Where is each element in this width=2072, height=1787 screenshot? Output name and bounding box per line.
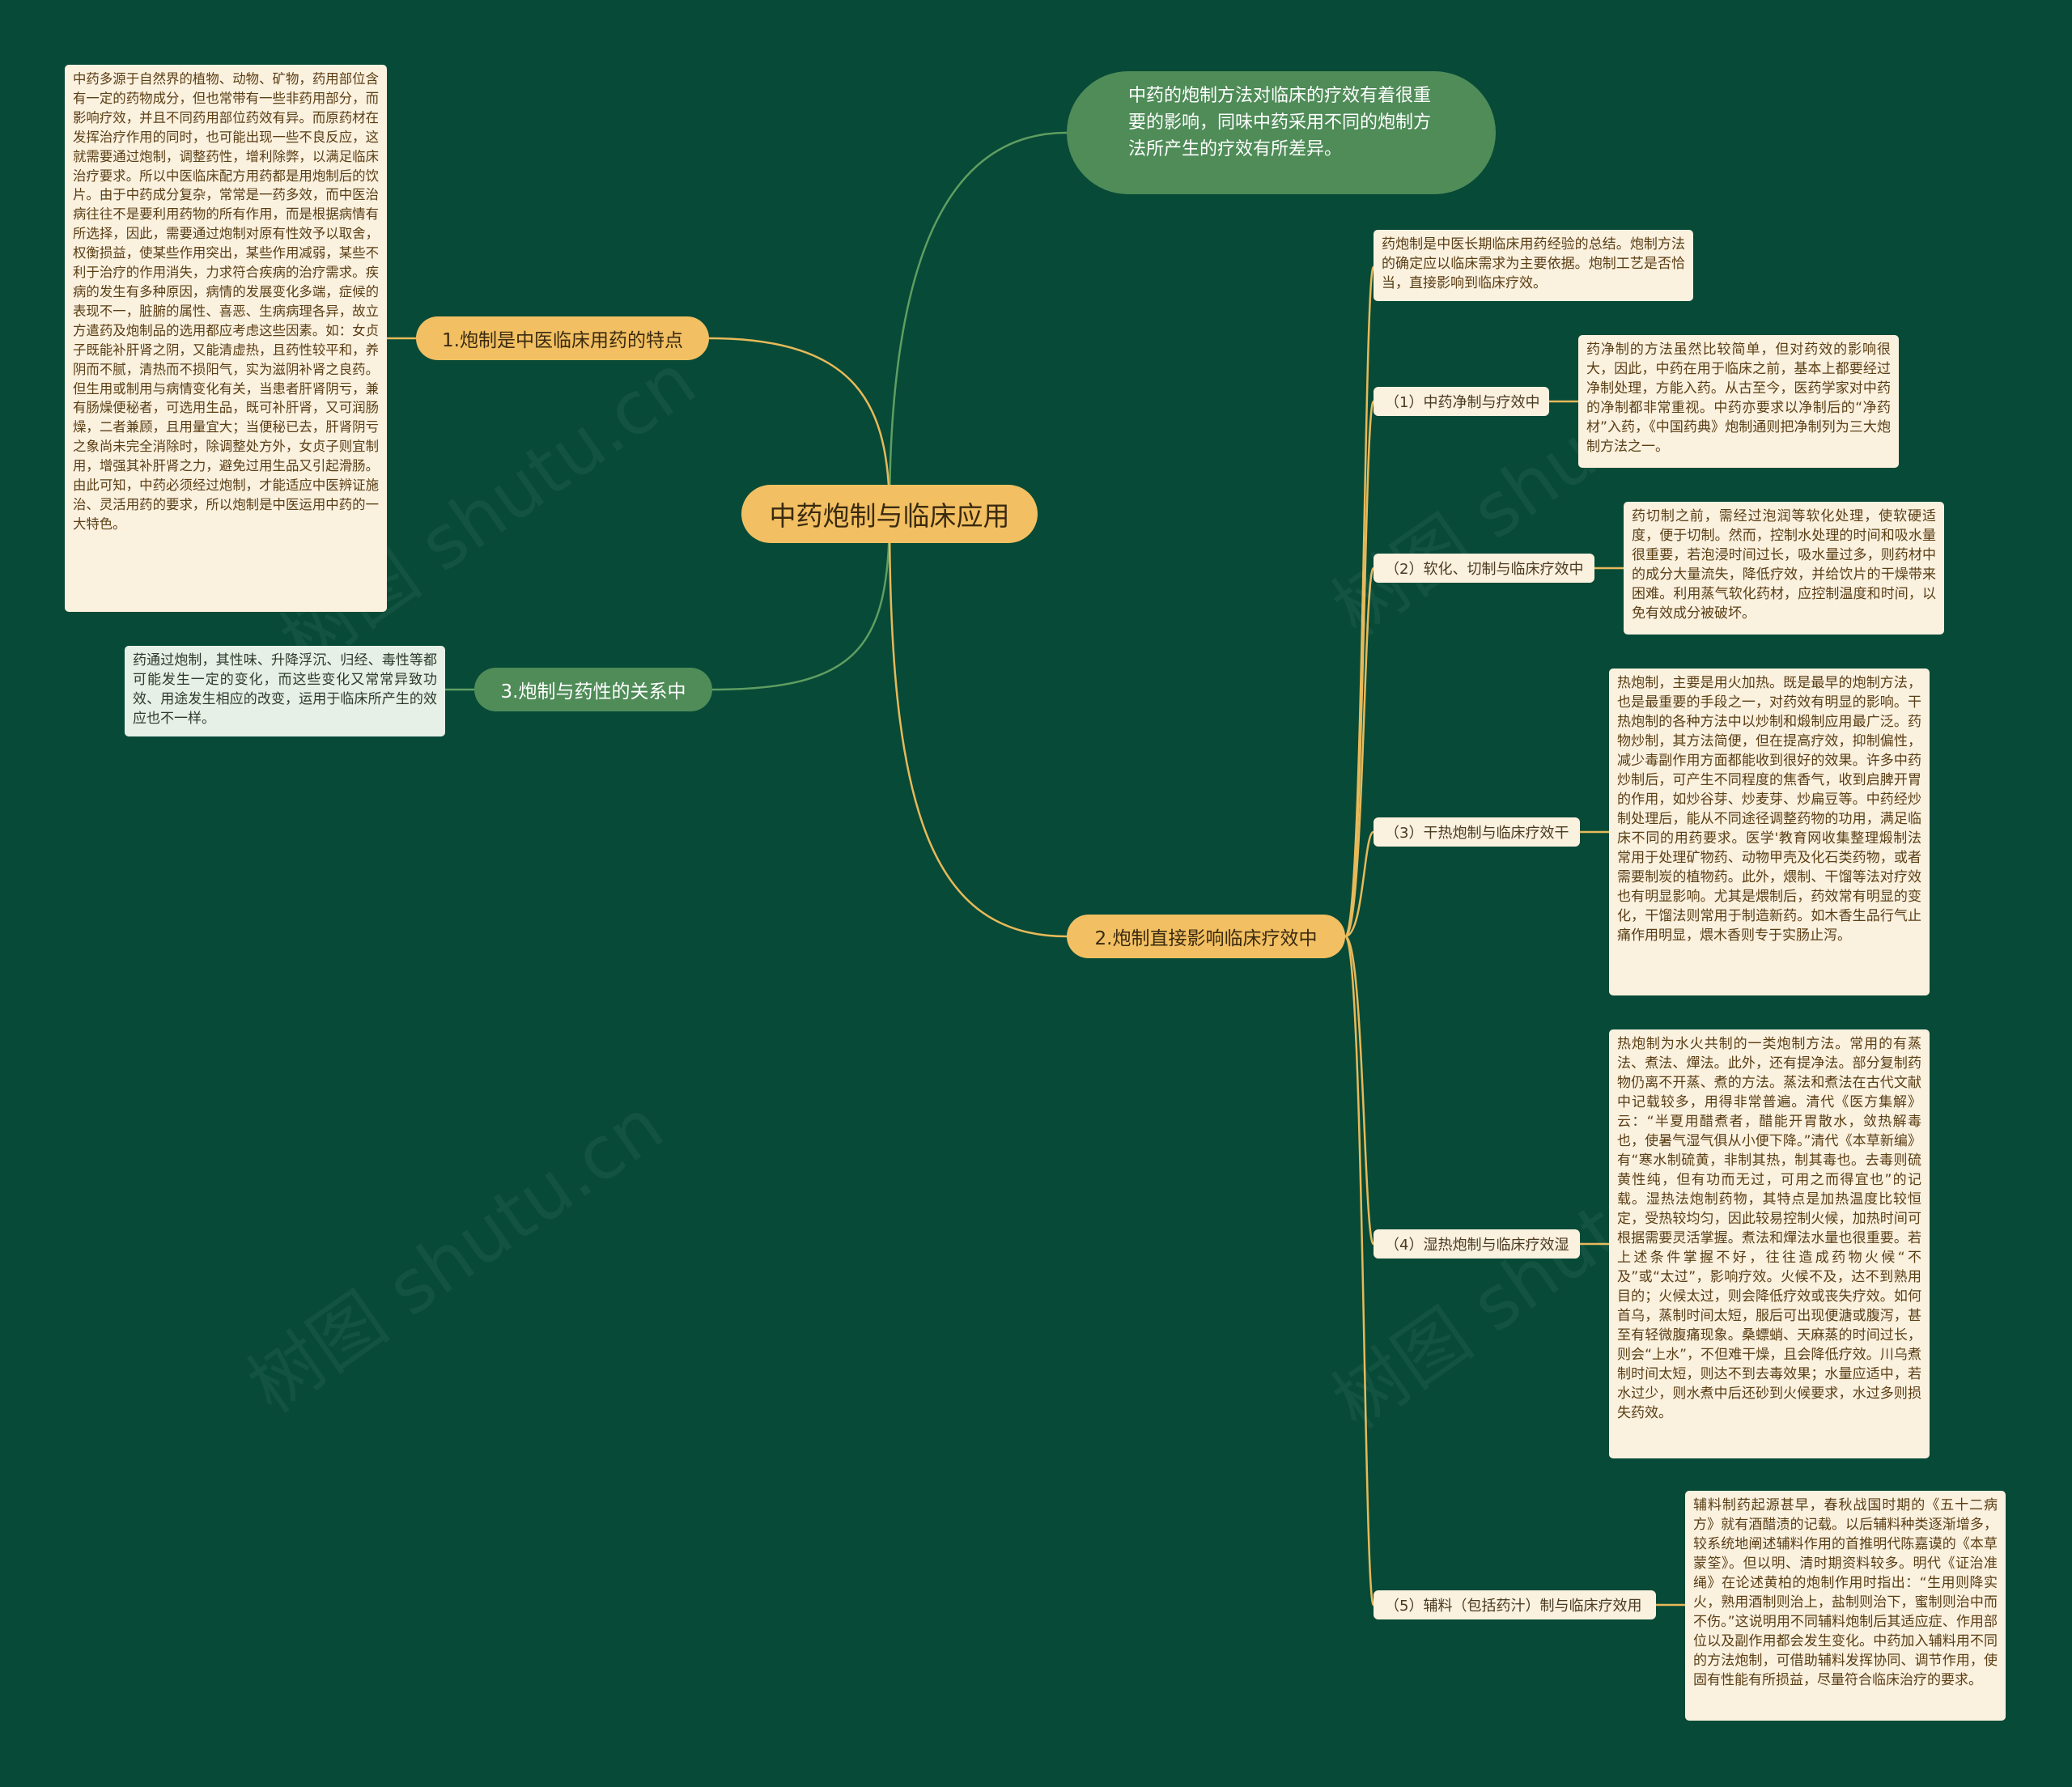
sub-topic-2-text: 药切制之前，需经过泡润等软化处理，使软硬适度，便于切制。然而，控制水处理的时间和… [1624, 502, 1944, 635]
sub-topic-3-text: 热炮制，主要是用火加热。既是最早的炮制方法，也是最重要的手段之一，对药效有明显的… [1609, 669, 1930, 995]
branch-1-text: 中药多源于自然界的植物、动物、矿物，药用部位含有一定的药物成分，但也常带有一些非… [65, 65, 387, 612]
branch-3-text: 药通过炮制，其性味、升降浮沉、归经、毒性等都可能发生一定的变化，而这些变化又常常… [125, 646, 445, 736]
sub-topic-1-text: 药净制的方法虽然比较简单，但对药效的影响很大，因此，中药在用于临床之前，基本上都… [1578, 335, 1899, 468]
link-root-branch3 [711, 513, 891, 691]
sub-topic-2[interactable]: （2）软化、切制与临床疗效中 [1374, 554, 1594, 583]
link-branch2-sub5 [1344, 935, 1375, 1607]
link-branch2-sub4 [1344, 935, 1375, 1246]
link-root-branch1 [708, 337, 891, 515]
sub-topic-1[interactable]: （1）中药净制与疗效中 [1374, 387, 1549, 416]
sub-topic-5-text: 辅料制药起源甚早，春秋战国时期的《五十二病方》就有酒醋渍的记载。以后辅料种类逐渐… [1685, 1491, 2006, 1721]
branch-3[interactable]: 3.炮制与药性的关系中 [474, 668, 712, 711]
link-root-branch2 [888, 513, 1068, 938]
link-branch2-sub1 [1344, 400, 1375, 938]
branch-2-summary: 药炮制是中医长期临床用药经验的总结。炮制方法的确定应以临床需求为主要依据。炮制工… [1374, 230, 1693, 301]
intro-topic[interactable]: 中药的炮制方法对临床的疗效有着很重要的影响，同味中药采用不同的炮制方法所产生的疗… [1067, 71, 1496, 194]
branch-1[interactable]: 1.炮制是中医临床用药的特点 [416, 316, 709, 360]
sub-topic-3[interactable]: （3）干热炮制与临床疗效干 [1374, 817, 1580, 847]
sub-topic-4-text: 热炮制为水火共制的一类炮制方法。常用的有蒸法、煮法、燀法。此外，还有提净法。部分… [1609, 1029, 1930, 1458]
sub-topic-4[interactable]: （4）湿热炮制与临床疗效湿 [1374, 1229, 1580, 1259]
sub-topic-5[interactable]: （5）辅料（包括药汁）制与临床疗效用 [1374, 1590, 1656, 1619]
link-root-intro [888, 131, 1068, 515]
root-topic[interactable]: 中药炮制与临床应用 [741, 485, 1038, 543]
link-branch2-sub3 [1344, 830, 1375, 938]
link-branch2-sub2 [1344, 567, 1375, 938]
branch-2[interactable]: 2.炮制直接影响临床疗效中 [1067, 915, 1345, 958]
